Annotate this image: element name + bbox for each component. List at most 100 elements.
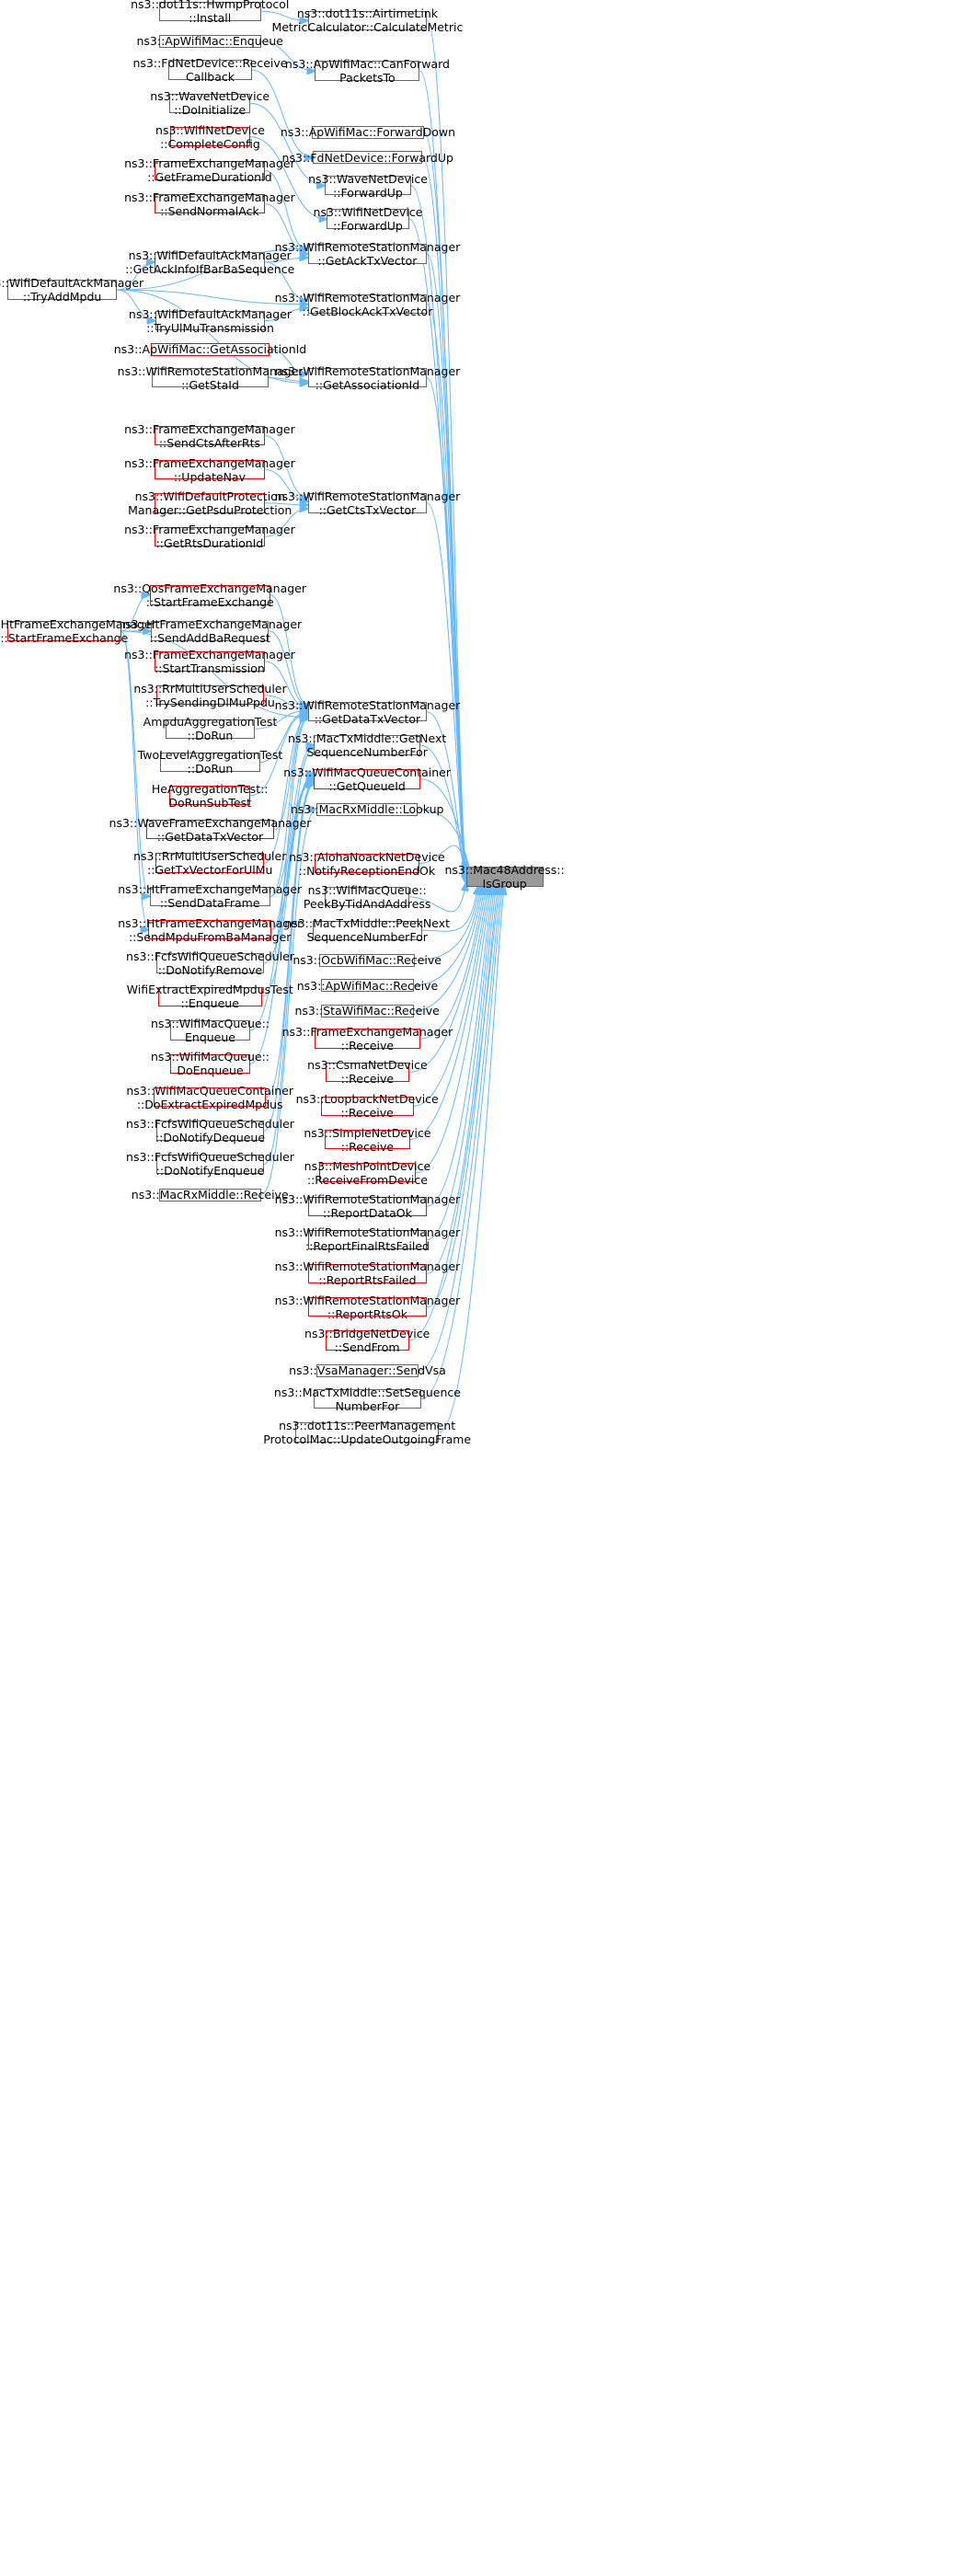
- caller-wmqc-doextractexpiredmpdus[interactable]: ns3::WifiMacQueueContainer ::DoExtractEx…: [126, 1083, 294, 1111]
- caller-wavenetdevice-doinitialize[interactable]: ns3::WaveNetDevice ::DoInitialize: [150, 89, 270, 118]
- caller-wrsm-getacktxvector[interactable]: ns3::WifiRemoteStationManager ::GetAckTx…: [274, 239, 461, 268]
- call-edge-22: [413, 887, 488, 1107]
- call-edge-37: [249, 136, 327, 219]
- call-edge-19: [413, 887, 483, 1012]
- caller-fem-updatenav[interactable]: ns3::FrameExchangeManager ::UpdateNav: [124, 455, 295, 484]
- caller-wavenetdevice-forwardup[interactable]: ns3::WaveNetDevice ::ForwardUp: [308, 171, 428, 200]
- call-edge-61: [270, 718, 308, 897]
- call-edge-62: [270, 719, 308, 931]
- call-edge-69: [263, 783, 314, 1132]
- caller-wrsm-reportfinalrtsfailed[interactable]: ns3::WifiRemoteStationManager ::ReportFi…: [274, 1225, 461, 1254]
- caller-vsamanager-sendvsa[interactable]: ns3::VsaManager::SendVsa: [289, 1363, 446, 1378]
- call-edge-25: [427, 887, 493, 1207]
- caller-wrsm-reportdataok[interactable]: ns3::WifiRemoteStationManager ::ReportDa…: [274, 1192, 461, 1221]
- caller-wifimacqueuecontainer-getqueueid[interactable]: ns3::WifiMacQueueContainer ::GetQueueId: [283, 765, 452, 793]
- caller-wrsm-getstaid[interactable]: ns3::WifiRemoteStationManager ::GetStaId: [117, 363, 304, 392]
- caller-htfem-senddataframe[interactable]: ns3::HtFrameExchangeManager ::SendDataFr…: [118, 882, 303, 911]
- caller-peermanagementprotocolmac-updateoutgoingframe[interactable]: ns3::dot11s::PeerManagement ProtocolMac:…: [263, 1418, 472, 1446]
- caller-apwifimac-forwarddown[interactable]: ns3::ApWifiMac::ForwardDown: [280, 125, 456, 140]
- call-edge-28: [427, 887, 498, 1308]
- caller-wdam-tryaddmpdu[interactable]: ns3::WifiDefaultAckManager ::TryAddMpdu: [0, 276, 144, 305]
- call-edge-52: [270, 594, 308, 705]
- call-edge-29: [408, 887, 500, 1341]
- caller-wifimacqueue-peekbytidandaddress[interactable]: ns3::WifiMacQueue:: PeekByTidAndAddress: [303, 882, 431, 911]
- caller-fdnetdevice-forwardup[interactable]: ns3::FdNetDevice::ForwardUp: [281, 150, 453, 165]
- caller-wrsm-reportrtsok[interactable]: ns3::WifiRemoteStationManager ::ReportRt…: [274, 1293, 461, 1321]
- caller-loopbacknetdevice-receive[interactable]: ns3::LoopbackNetDevice ::Receive: [295, 1092, 439, 1121]
- caller-apwifimac-receive[interactable]: ns3::ApWifiMac::Receive: [296, 978, 439, 993]
- caller-fcfsscheduler-donotifyremove[interactable]: ns3::FcfsWifiQueueScheduler ::DoNotifyRe…: [126, 949, 294, 977]
- caller-rrmus-trysendingdlmuppdu[interactable]: ns3::RrMultiUserScheduler ::TrySendingDl…: [133, 681, 287, 709]
- caller-macrxmiddle-receive[interactable]: ns3::MacRxMiddle::Receive: [131, 1188, 289, 1202]
- caller-meshpointdevice-receivefromdevice[interactable]: ns3::MeshPointDevice ::ReceiveFromDevice: [304, 1158, 431, 1187]
- caller-mactxmiddle-getnextsequencenumberfor[interactable]: ns3::MacTxMiddle::GetNext SequenceNumber…: [288, 731, 447, 760]
- call-edge-24: [415, 887, 491, 1174]
- caller-macrxmiddle-lookup[interactable]: ns3::MacRxMiddle::Lookup: [290, 802, 444, 817]
- caller-wdpm-getpsduprotection[interactable]: ns3::WifiDefaultProtection Manager::GetP…: [128, 489, 292, 517]
- call-edge-18: [413, 887, 482, 986]
- call-edge-20: [419, 887, 485, 1040]
- caller-mactxmiddle-setsequencenumberfor[interactable]: ns3::MacTxMiddle::SetSequence NumberFor: [273, 1385, 461, 1413]
- caller-wavefem-getdatatxvector[interactable]: ns3::WaveFrameExchangeManager ::GetDataT…: [109, 815, 312, 844]
- caller-wrsm-reportrtsfailed[interactable]: ns3::WifiRemoteStationManager ::ReportRt…: [274, 1259, 461, 1288]
- call-edge-21: [409, 887, 486, 1073]
- caller-wrsm-getblockacktxvector[interactable]: ns3::WifiRemoteStationManager ::GetBlock…: [274, 290, 461, 318]
- caller-wifiextractexpiredmpdustest-enqueue[interactable]: WifiExtractExpiredMpdusTest ::Enqueue: [126, 983, 293, 1011]
- caller-fem-getframedurationid[interactable]: ns3::FrameExchangeManager ::GetFrameDura…: [124, 156, 295, 185]
- caller-wifinetdevice-completeconfig[interactable]: ns3::WifiNetDevice ::CompleteConfig: [155, 122, 265, 151]
- call-edge-47: [117, 289, 307, 384]
- caller-stawifimac-receive[interactable]: ns3::StaWifiMac::Receive: [294, 1004, 440, 1018]
- call-edge-79: [120, 630, 149, 930]
- caller-htfem-startframeexchange[interactable]: ns3::HtFrameExchangeManager ::StartFrame…: [0, 617, 156, 646]
- caller-wdam-getackinfoifbarbasequence[interactable]: ns3::WifiDefaultAckManager ::GetAckInfoI…: [125, 247, 295, 276]
- caller-simplenetdevice-receive[interactable]: ns3::SimpleNetDevice ::Receive: [304, 1125, 431, 1154]
- caller-htfem-sendaddbarequest[interactable]: ns3::HtFrameExchangeManager ::SendAddBaR…: [118, 617, 303, 646]
- caller-apwifimac-canforwardpacketsto[interactable]: ns3::ApWifiMac::CanForward PacketsTo: [284, 57, 450, 86]
- caller-airtimelink-calculatemetric[interactable]: ns3::dot11s::AirtimeLink MetricCalculato…: [271, 6, 464, 35]
- call-edge-73: [270, 748, 314, 931]
- call-edge-30: [419, 887, 501, 1372]
- caller-fem-sendnormalack[interactable]: ns3::FrameExchangeManager ::SendNormalAc…: [124, 190, 295, 218]
- caller-wifinetdevice-forwardup[interactable]: ns3::WifiNetDevice ::ForwardUp: [313, 204, 423, 233]
- caller-wdam-tryulmutransmission[interactable]: ns3::WifiDefaultAckManager ::TryUlMuTran…: [128, 306, 292, 335]
- call-edge-9: [426, 502, 466, 881]
- caller-fem-sendctsafterrts[interactable]: ns3::FrameExchangeManager ::SendCtsAfter…: [124, 421, 295, 450]
- caller-wrsm-getctstxvector[interactable]: ns3::WifiRemoteStationManager ::GetCtsTx…: [274, 489, 461, 517]
- caller-wrsm-getdatatxvector[interactable]: ns3::WifiRemoteStationManager ::GetDataT…: [274, 697, 461, 726]
- caller-apwifimac-enqueue[interactable]: ns3::ApWifiMac::Enqueue: [136, 34, 283, 49]
- caller-fem-starttransmission[interactable]: ns3::FrameExchangeManager ::StartTransmi…: [124, 647, 295, 675]
- caller-rrmus-gettxvectorforulmu[interactable]: ns3::RrMultiUserScheduler ::GetTxVectorF…: [133, 848, 287, 877]
- caller-frameexchangemanager-receive[interactable]: ns3::FrameExchangeManager ::Receive: [281, 1025, 453, 1053]
- caller-twolevelaggregationtest-dorun[interactable]: TwoLevelAggregationTest ::DoRun: [137, 748, 283, 776]
- caller-heaggregationtest-dorunsubtest[interactable]: HeAggregationTest:: DoRunSubTest: [151, 781, 269, 810]
- caller-alohanoacknetdevice-notifyreceptionendok[interactable]: ns3::AlohaNoackNetDevice ::NotifyRecepti…: [289, 849, 445, 878]
- caller-ampduaggregationtest-dorun[interactable]: AmpduAggregationTest ::DoRun: [143, 715, 278, 743]
- caller-fcfsscheduler-donotifydequeue[interactable]: ns3::FcfsWifiQueueScheduler ::DoNotifyDe…: [126, 1117, 294, 1145]
- call-edge-76: [120, 595, 150, 632]
- call-edge-75: [117, 289, 155, 321]
- caller-wrsm-getassociationid[interactable]: ns3::WifiRemoteStationManager ::GetAssoc…: [274, 363, 461, 392]
- caller-wifimacqueue-enqueue[interactable]: ns3::WifiMacQueue:: Enqueue: [150, 1017, 270, 1045]
- caller-ocbwifimac-receive[interactable]: ns3::OcbWifiMac::Receive: [292, 953, 442, 968]
- call-edge-44: [117, 289, 307, 305]
- call-edge-35: [251, 69, 314, 157]
- call-edge-45: [270, 349, 307, 374]
- caller-fcfsscheduler-donotifyenqueue[interactable]: ns3::FcfsWifiQueueScheduler ::DoNotifyEn…: [126, 1150, 294, 1179]
- caller-fem-getrtsdurationid[interactable]: ns3::FrameExchangeManager ::GetRtsDurati…: [124, 523, 295, 551]
- call-edge-10: [427, 711, 466, 882]
- call-edge-48: [265, 435, 307, 498]
- call-edge-31: [421, 887, 503, 1400]
- caller-bridgenetdevice-sendfrom[interactable]: ns3::BridgeNetDevice ::SendFrom: [304, 1326, 430, 1354]
- call-edge-15: [409, 883, 465, 913]
- caller-hwmpprotocol-install[interactable]: ns3::dot11s::HwmpProtocol ::Install: [131, 0, 290, 26]
- caller-csmanetdevice-receive[interactable]: ns3::CsmaNetDevice ::Receive: [307, 1058, 428, 1087]
- call-edge-11: [419, 744, 466, 883]
- caller-wifimacqueue-doenqueue[interactable]: ns3::WifiMacQueue:: DoEnqueue: [150, 1050, 270, 1078]
- caller-htfem-sendmpdufrombamanager[interactable]: ns3::HtFrameExchangeManager ::SendMpduFr…: [118, 915, 303, 944]
- caller-fdnetdevice-receivecallback[interactable]: ns3::FdNetDevice::Receive Callback: [132, 55, 288, 84]
- caller-qosfem-startframeexchange[interactable]: ns3::QosFrameExchangeManager ::StartFram…: [113, 581, 307, 609]
- caller-mactxmiddle-peeknextsequencenumberfor[interactable]: ns3::MacTxMiddle::PeekNext SequenceNumbe…: [284, 916, 451, 945]
- call-edge-70: [263, 785, 314, 1165]
- caller-apwifimac-getassociationid[interactable]: ns3::ApWifiMac::GetAssociationId: [113, 342, 307, 357]
